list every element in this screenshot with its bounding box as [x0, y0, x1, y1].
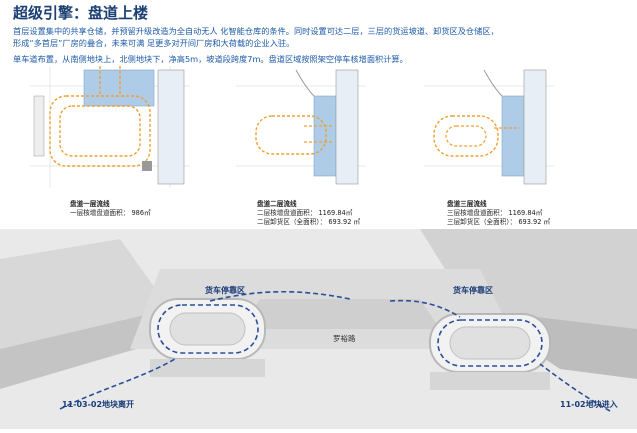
plan-2-unloading: 二层卸货区（全面积）： 693.92 ㎡	[257, 218, 361, 226]
plan-3-title: 盘道三层流线	[447, 200, 487, 208]
page-title: 超级引擎：盘道上楼	[13, 4, 149, 22]
truck-area-right-label: 货车停靠区	[453, 286, 493, 295]
road-name-label: 罗裕路	[333, 334, 356, 343]
truck-area-left-label: 货车停靠区	[205, 286, 245, 295]
intro-paragraph-line-1: 首层设置集中的共享仓储，并预留升级改造为全自动无人 化智能仓库的条件。同时设置可…	[13, 26, 499, 36]
ramp-render: 货车停靠区 货车停靠区 罗裕路 11-03-02地块离开 11-02地块进入	[0, 229, 637, 429]
plan-3-caption: 盘道三层流线 三层核增盘道面积： 1169.84㎡ 三层卸货区（全面积）： 69…	[447, 200, 550, 227]
plan-level-3	[424, 66, 554, 188]
spec-paragraph: 单车道布置，从南侧地块上，北侧地块下，净高5m，坡道段跨度7m。盘道区域按照架空…	[13, 54, 408, 64]
plan-1-caption: 盘道一层流线 一层核增盘道面积： 986㎡	[70, 200, 151, 218]
plan-level-1	[30, 66, 190, 188]
plan-2-area: 二层核增盘道面积： 1169.84㎡	[257, 209, 353, 217]
exit-label: 11-03-02地块离开	[62, 400, 135, 409]
plan-3-unloading: 三层卸货区（全面积）： 693.92 ㎡	[447, 218, 551, 226]
plan-1-title: 盘道一层流线	[70, 200, 110, 208]
plan-3-area: 三层核增盘道面积： 1169.84㎡	[447, 209, 543, 217]
intro-paragraph-line-2: 形成“多首层”厂房的叠合，未来可满 足更多对开间厂房和大荷载的企业入驻。	[13, 38, 295, 48]
plan-level-2	[236, 66, 366, 188]
plan-1-area: 一层核增盘道面积： 986㎡	[70, 209, 151, 217]
plan-2-caption: 盘道二层流线 二层核增盘道面积： 1169.84㎡ 二层卸货区（全面积）： 69…	[257, 200, 360, 227]
plan-2-title: 盘道二层流线	[257, 200, 297, 208]
entry-label: 11-02地块进入	[560, 400, 618, 409]
